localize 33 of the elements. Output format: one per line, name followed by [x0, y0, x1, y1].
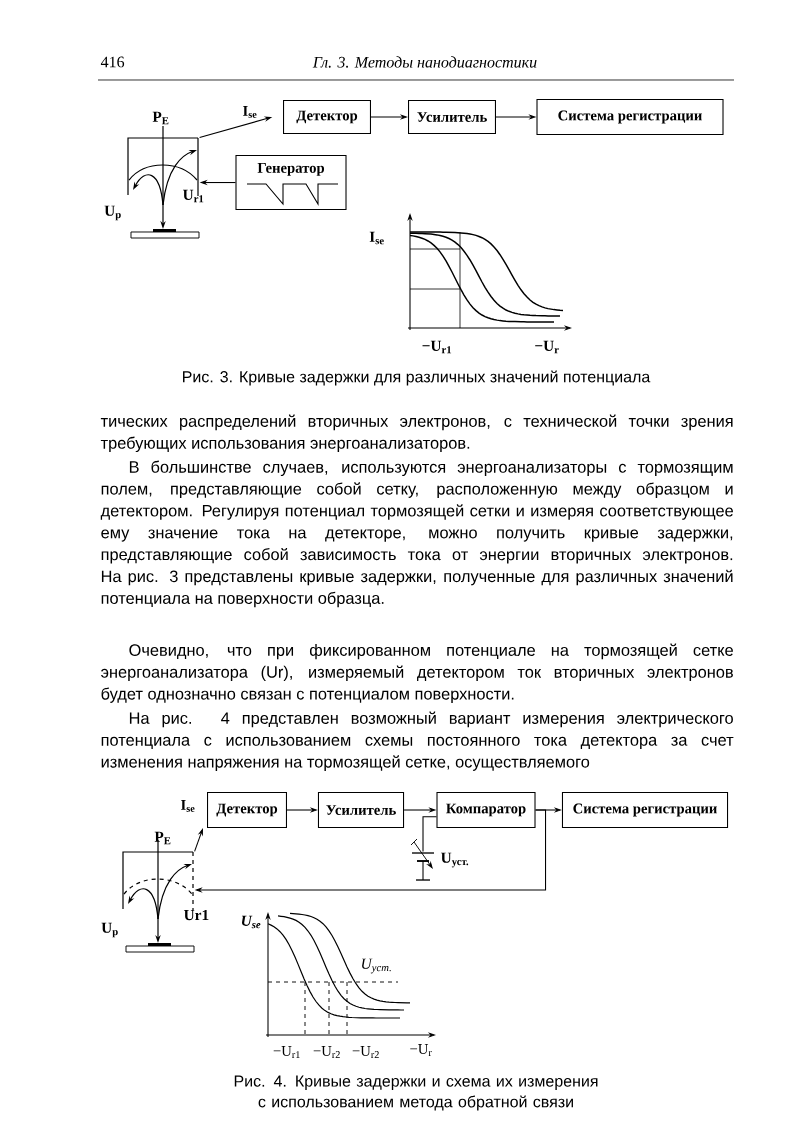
symbol-label: U$_{уст.}$	[441, 852, 469, 868]
process-box: Детектор	[207, 792, 287, 828]
level-label: U$_{уст.}$	[362, 958, 391, 974]
process-box: Усилитель	[317, 792, 405, 828]
axis-label: −U$_{r}$	[410, 1044, 432, 1056]
symbol-label: Ur1	[184, 909, 209, 921]
paragraph: В большинстве случаев, используются энергоанализаторы с тормозящим полем, представляющие собой сетку, расположенную между образцом и детектором. Регулируя потенциал тормозящей сетки и измеряя соответствующее ему значение тока на детекторе, можно получить кривые задержки, представляющие собой зависимость тока от энергии вторичных электронов. На рис. 3 представлены кривые задержки, полученные для различных значений потенциала на поверхности образца.	[100, 460, 733, 608]
symbol-label: P$_{E}$	[154, 831, 171, 845]
axis-label: −U$_{r}$	[535, 340, 559, 354]
running-head: Гл. 3. Методы нанодиагностики	[312, 56, 537, 68]
variable-battery-symbol	[410, 838, 435, 881]
axis-label: U$_{se}$	[241, 915, 261, 929]
edge-label: I$_{se}$	[243, 106, 257, 118]
axis-label: I$_{se}$	[369, 231, 384, 245]
process-box: Компаратор	[436, 792, 536, 828]
process-box: Детектор	[283, 99, 371, 135]
process-box: Система регистрации	[536, 99, 724, 135]
axis-label: −U$_{r2}$	[313, 1046, 340, 1058]
paragraph: Очевидно, что при фиксированном потенциале на тормозящей сетке энергоанализатора (Ur), измеряемый детектором ток вторичных электронов будет однозначно связан с потенциалом поверхности.	[101, 643, 733, 703]
paragraph: На рис. 4 представлен возможный вариант измерения электрического потенциала с использованием схемы постоянного тока детектора за счет изменения напряжения на тормозящей сетке, осуществляемого	[101, 711, 734, 771]
generator-box: Генератор	[235, 155, 347, 211]
edge-label: I$_{se}$	[181, 800, 195, 812]
axis-label: −U$_{r2}$	[352, 1046, 379, 1058]
axis-label: −U$_{r1}$	[273, 1046, 300, 1058]
page-number: 416	[100, 56, 125, 68]
axis-label: −U$_{r1}$	[422, 340, 452, 354]
process-box: Усилитель	[408, 99, 496, 135]
paragraph: тических распределений вторичных электронов, с технической точки зрения требующих использования энергоанализаторов.	[100, 414, 733, 453]
process-box: Система регистрации	[561, 792, 729, 828]
figure-caption: Рис. 4. Кривые задержки и схема их измерения с использованием метода обратной связи	[234, 1075, 598, 1111]
figure-caption: Рис. 3. Кривые задержки для различных значений потенциала	[183, 370, 651, 386]
symbol-label: U$_{r1}$	[183, 189, 204, 203]
arrow	[422, 816, 437, 852]
